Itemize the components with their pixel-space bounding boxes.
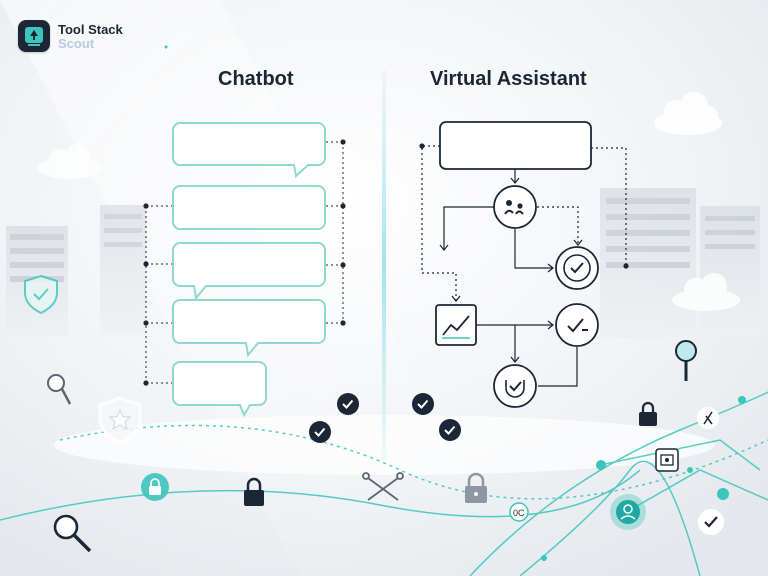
chat-bubble <box>172 185 326 230</box>
assistant-flow <box>419 121 629 387</box>
cloud-icon <box>672 273 740 311</box>
brand: Tool Stack Scout <box>18 20 123 52</box>
scissors-icon <box>362 472 404 501</box>
cloud-icon <box>38 144 102 179</box>
network-lines <box>0 389 768 576</box>
chart-icon <box>435 304 477 346</box>
magnifier-icon <box>675 340 697 381</box>
lock-icon <box>639 401 657 426</box>
lock-icon <box>465 472 487 503</box>
svg-text:0C: 0C <box>513 508 525 518</box>
check-badge-icon <box>555 303 599 347</box>
lock-badge-icon <box>141 473 169 501</box>
check-badge-icon <box>412 393 434 415</box>
server-rack-icon <box>600 188 696 338</box>
network-node-icon: 0C <box>509 502 529 522</box>
chat-bubble <box>172 361 267 418</box>
check-badge-icon <box>439 419 461 441</box>
brand-logo-icon <box>18 20 50 52</box>
document-icon <box>655 448 679 472</box>
cloud-icon <box>654 92 722 135</box>
accent-dot <box>164 45 168 49</box>
lock-icon <box>244 477 264 506</box>
check-badge-icon <box>555 246 599 290</box>
magnifier-icon <box>47 374 72 405</box>
brand-subtitle: Scout <box>58 36 95 51</box>
server-rack-icon <box>100 205 146 335</box>
people-icon <box>610 494 646 530</box>
scissors-icon <box>697 407 719 429</box>
chatbot-flow <box>143 139 346 386</box>
virtual-assistant-title: Virtual Assistant <box>430 68 587 90</box>
brand-name: Tool Stack <box>58 22 123 37</box>
check-badge-icon <box>309 421 331 443</box>
search-icon <box>53 514 92 553</box>
people-icon <box>493 185 537 229</box>
chat-bubble <box>172 242 326 301</box>
network-node-icon <box>541 396 746 561</box>
chat-bubble <box>172 122 326 178</box>
check-badge-icon <box>493 364 537 408</box>
check-badge-icon <box>337 393 359 415</box>
center-divider <box>382 70 386 460</box>
chat-bubble <box>172 299 326 358</box>
shield-star-icon <box>98 396 142 445</box>
server-rack-icon <box>700 206 760 336</box>
chatbot-title: Chatbot <box>218 68 294 90</box>
check-badge-icon <box>698 509 724 535</box>
shield-check-icon <box>24 274 58 315</box>
